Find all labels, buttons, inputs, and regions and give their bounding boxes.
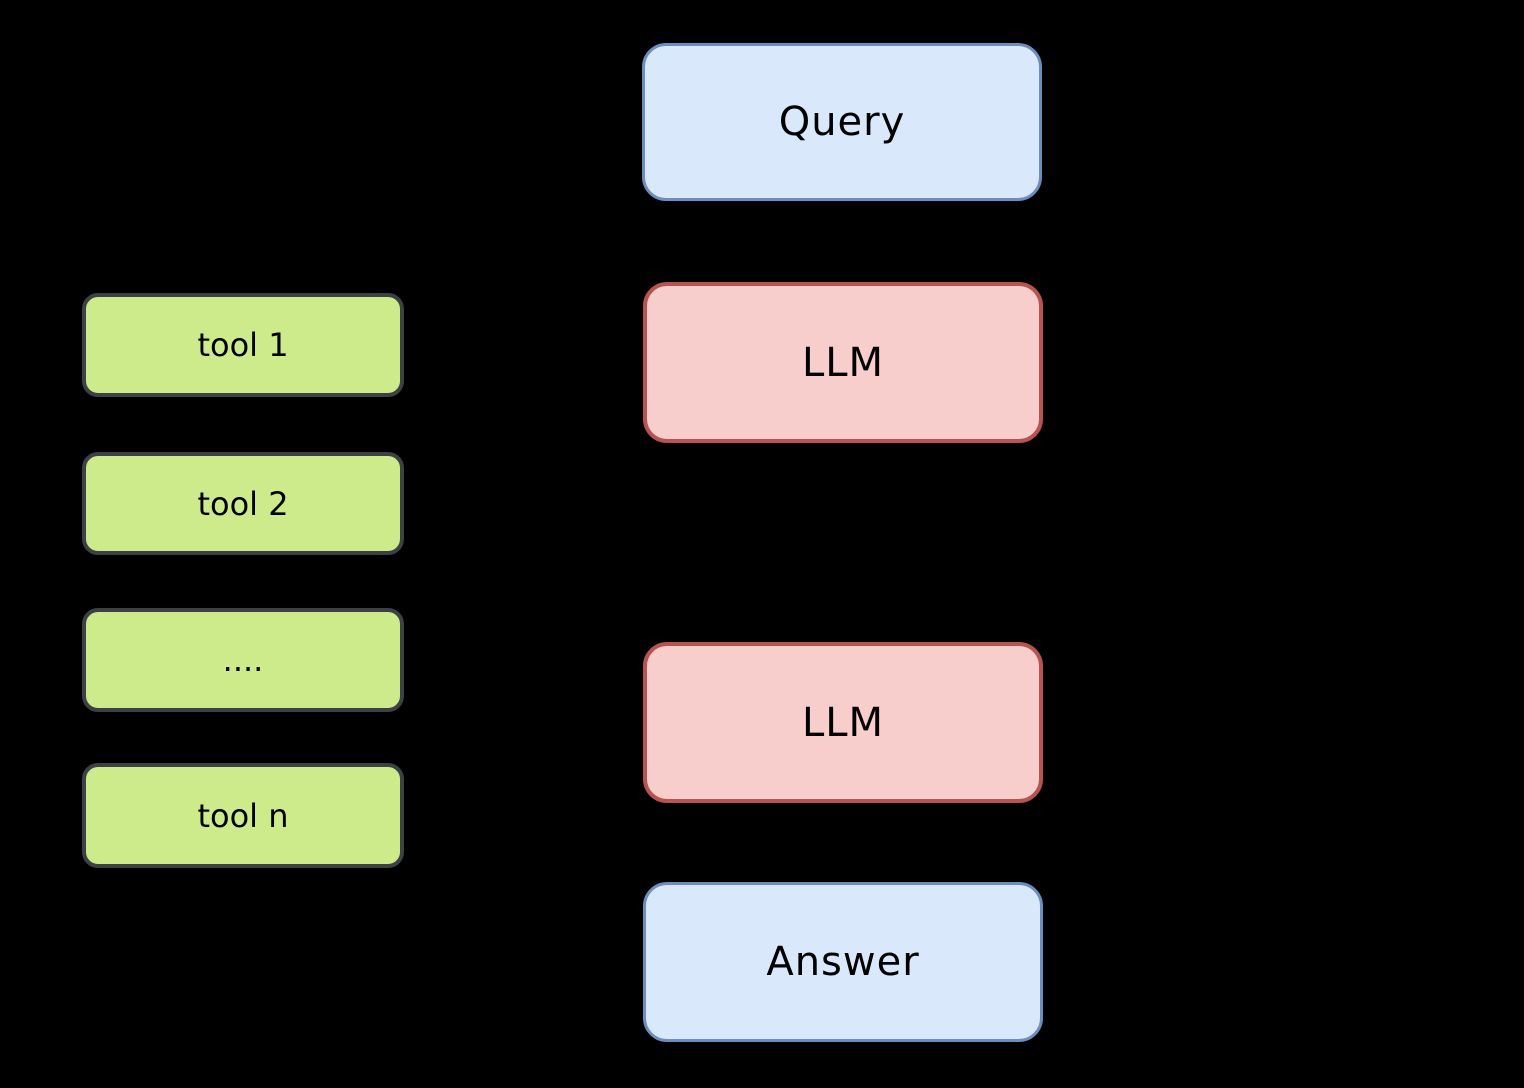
tool-n-box: tool n: [82, 763, 404, 868]
query-box: Query: [642, 43, 1042, 201]
query-label: Query: [778, 99, 906, 145]
llm-bottom-box: LLM: [643, 642, 1043, 803]
llm-bottom-label: LLM: [801, 699, 885, 746]
tool-2-box: tool 2: [82, 452, 404, 555]
answer-label: Answer: [766, 939, 920, 985]
tool-n-label: tool n: [197, 796, 289, 835]
llm-top-box: LLM: [643, 282, 1043, 443]
tool-ellipsis-label: ....: [222, 641, 264, 679]
tool-ellipsis-box: ....: [82, 608, 404, 712]
answer-box: Answer: [643, 882, 1043, 1042]
tool-1-label: tool 1: [197, 326, 289, 364]
tool-2-label: tool 2: [197, 484, 289, 523]
llm-top-label: LLM: [801, 339, 885, 386]
tool-1-box: tool 1: [82, 293, 404, 397]
